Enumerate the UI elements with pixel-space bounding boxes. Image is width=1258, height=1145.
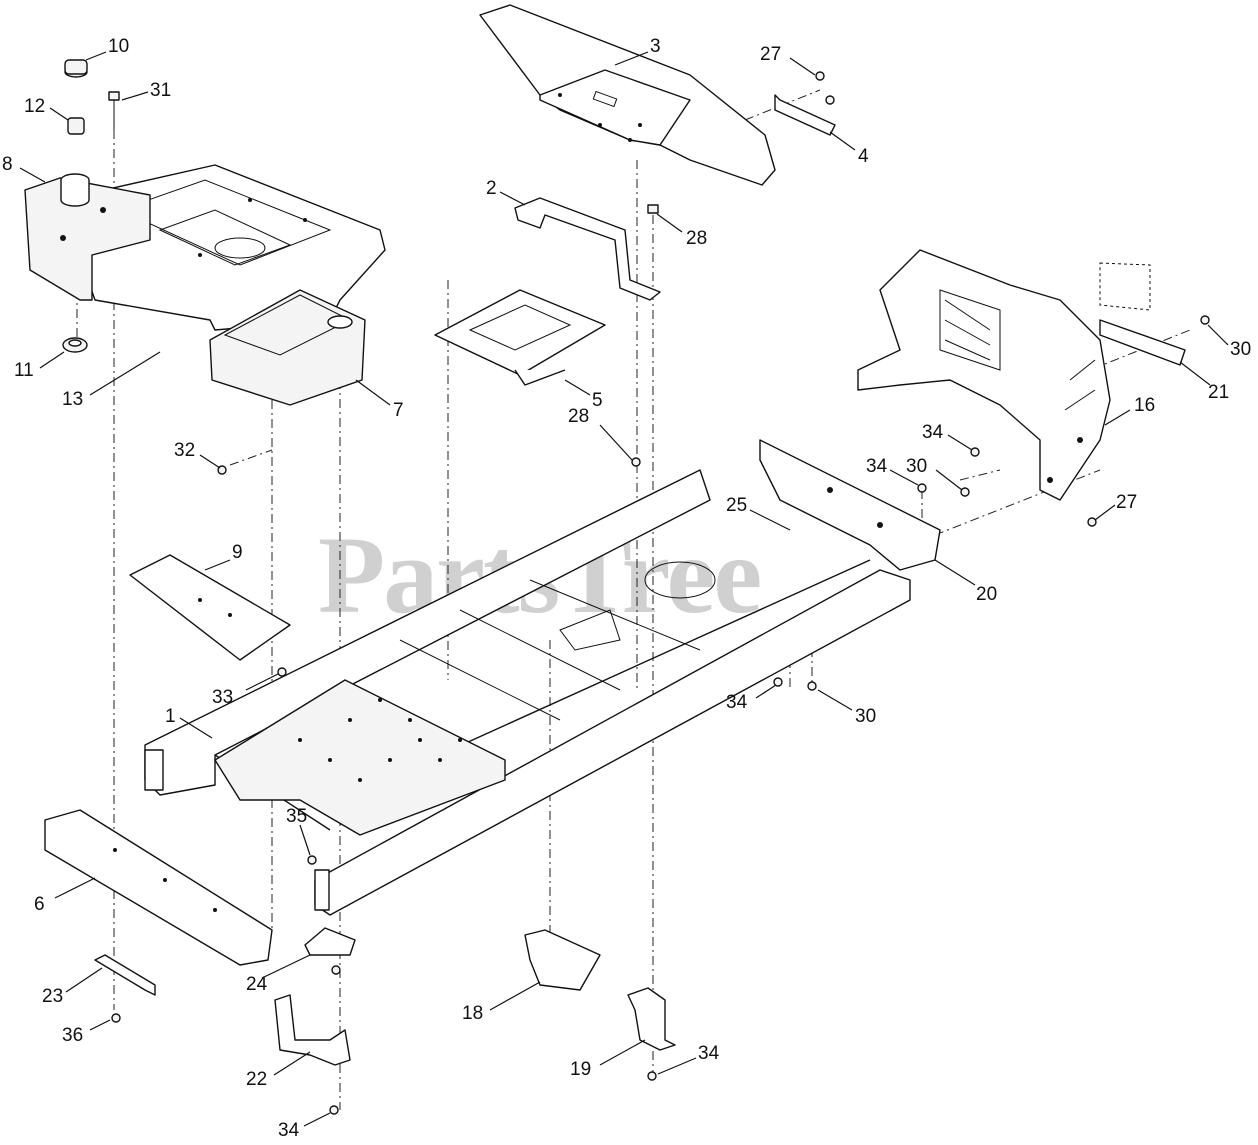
bracket-part-18 (524, 929, 601, 991)
callout-8: 8 (2, 154, 13, 175)
callout-11: 11 (14, 360, 34, 381)
callout-12: 12 (24, 96, 45, 117)
rear-bracket-part-20 (759, 439, 941, 571)
callout-20: 20 (976, 584, 997, 605)
callout-2: 2 (486, 178, 497, 199)
callout-34: 34 (698, 1043, 720, 1064)
callout-5: 5 (592, 390, 603, 411)
bracket-part-2 (514, 197, 661, 301)
callout-28: 28 (568, 406, 589, 427)
callout-4: 4 (858, 146, 869, 167)
bolt-part-31 (108, 91, 120, 130)
main-frame-part-1 (144, 469, 911, 916)
callout-22: 22 (246, 1069, 267, 1090)
callout-30: 30 (1230, 339, 1251, 360)
callout-28: 28 (686, 228, 707, 249)
callout-1: 1 (165, 706, 176, 727)
plate-part-21 (1099, 262, 1186, 366)
callout-34: 34 (922, 422, 944, 443)
callout-16: 16 (1134, 395, 1155, 416)
callout-30: 30 (906, 456, 927, 477)
callout-25: 25 (726, 495, 747, 516)
bracket-part-22 (274, 994, 351, 1066)
grommet-part-11 (62, 337, 88, 353)
bolt-part-28-top (647, 204, 659, 214)
fuel-tank-left-part-8 (24, 173, 151, 301)
callout-9: 9 (232, 542, 243, 563)
seat-plate-part-9 (129, 554, 291, 661)
callout-32: 32 (174, 440, 195, 461)
callout-labels: 10 31 12 8 11 13 7 3 27 4 2 28 5 30 21 1… (2, 36, 1251, 1141)
callout-24: 24 (246, 974, 268, 995)
bracket-part-23 (94, 954, 156, 996)
callout-3: 3 (650, 36, 661, 57)
callout-13: 13 (62, 389, 83, 410)
callout-34: 34 (726, 692, 748, 713)
callout-36: 36 (62, 1025, 83, 1046)
leader-lines (19, 51, 1229, 1127)
callout-33: 33 (212, 687, 233, 708)
callout-34: 34 (866, 456, 888, 477)
front-axle-part-6 (44, 809, 273, 966)
bracket-part-24 (304, 927, 356, 956)
bracket-part-4 (774, 94, 836, 136)
callout-30: 30 (855, 706, 876, 727)
bracket-part-19 (627, 987, 676, 1051)
upper-bracket-part-3 (479, 4, 776, 186)
callout-18: 18 (462, 1003, 483, 1024)
callout-23: 23 (42, 986, 63, 1007)
fuel-tank-right-part-7 (209, 289, 366, 406)
callout-27: 27 (760, 44, 781, 65)
callout-21: 21 (1208, 382, 1229, 403)
callout-7: 7 (393, 400, 404, 421)
cap-part-10 (64, 59, 88, 78)
callout-10: 10 (108, 36, 129, 57)
plate-part-5 (434, 289, 606, 386)
callout-19: 19 (570, 1059, 591, 1080)
callout-27: 27 (1116, 492, 1137, 513)
callout-31: 31 (150, 80, 171, 101)
bushing-part-12 (67, 117, 85, 135)
callout-6: 6 (34, 894, 45, 915)
rear-enclosure-part-16 (857, 249, 1111, 501)
callout-34: 34 (278, 1120, 300, 1141)
callout-35: 35 (286, 806, 307, 827)
